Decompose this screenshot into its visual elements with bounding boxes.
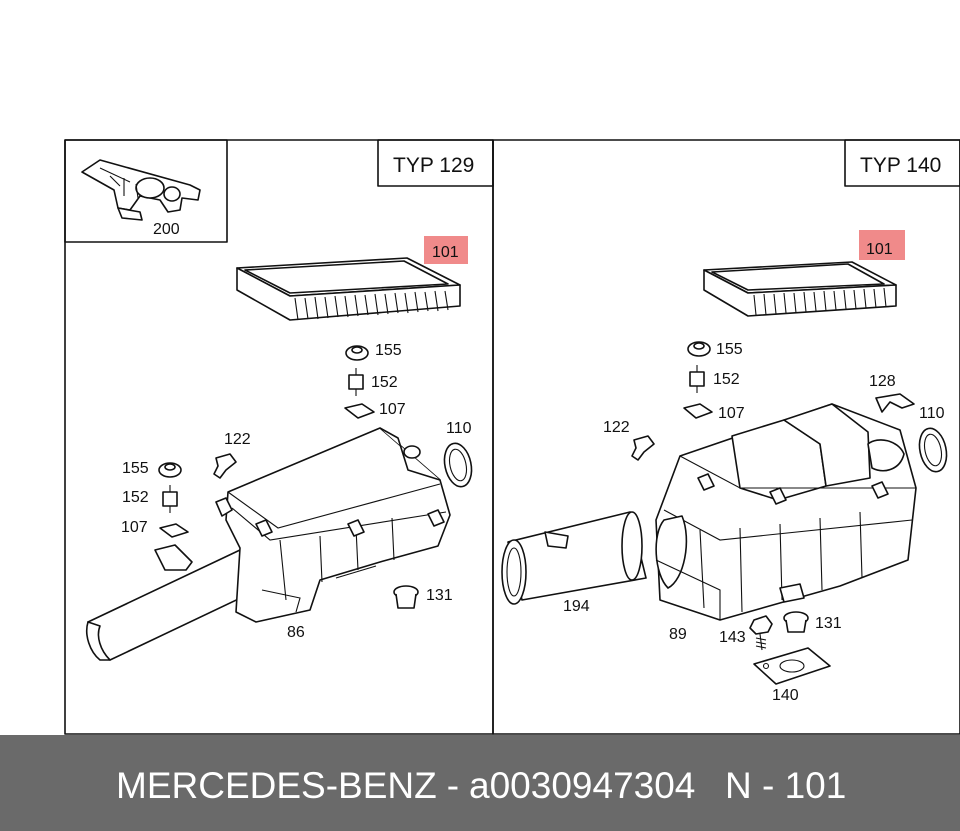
- label-152-upper-left: 152: [371, 374, 398, 391]
- footer-part-number: a0030947304: [469, 765, 696, 806]
- label-155-right: 155: [716, 341, 743, 358]
- right-clip-107: [683, 403, 713, 419]
- right-type-label: TYP 140: [860, 154, 941, 177]
- footer-reference: N - 101: [725, 765, 847, 806]
- inset-box: [64, 139, 228, 243]
- label-107-upper-left: 107: [379, 401, 406, 418]
- label-110-right: 110: [919, 405, 945, 422]
- left-mount-152: [348, 368, 364, 396]
- right-panel-frame: [492, 139, 960, 735]
- right-seal-ring-110: [918, 427, 948, 473]
- right-bolt-143: [749, 615, 773, 651]
- part-200-drawing: [81, 159, 201, 221]
- footer-brand: MERCEDES-BENZ: [116, 765, 437, 806]
- right-type-box: [844, 139, 960, 187]
- right-duct-194: [501, 511, 647, 605]
- label-86: 86: [287, 624, 305, 641]
- label-107-lower-left: 107: [121, 519, 148, 536]
- label-152-lower-left: 152: [122, 489, 149, 506]
- left-nut-155: [345, 345, 369, 361]
- footer-brand-line: MERCEDES-BENZ-a0030947304: [116, 765, 695, 807]
- label-89: 89: [669, 626, 687, 643]
- left-mount-152-lower: [162, 485, 178, 513]
- right-highlight-101: [859, 230, 905, 260]
- left-filter-element: [236, 257, 461, 321]
- label-122-left: 122: [224, 431, 251, 448]
- label-131-left: 131: [426, 587, 453, 604]
- label-122-right: 122: [603, 419, 630, 436]
- label-101-right: 101: [866, 241, 893, 258]
- label-200: 200: [153, 221, 180, 238]
- right-bracket-128: [875, 393, 915, 413]
- right-mount-152: [689, 365, 705, 393]
- label-107-right: 107: [718, 405, 745, 422]
- left-seal-ring-110: [443, 442, 473, 488]
- right-plate-140: [753, 647, 831, 685]
- left-grommet-131: [393, 585, 419, 609]
- right-filter-element: [703, 261, 897, 317]
- left-part-122: [213, 453, 237, 479]
- label-155-lower-left: 155: [122, 460, 149, 477]
- label-140: 140: [772, 687, 799, 704]
- label-155-upper-left: 155: [375, 342, 402, 359]
- right-grommet-131: [783, 611, 809, 633]
- footer-bar: MERCEDES-BENZ-a0030947304 N - 101: [0, 735, 960, 831]
- left-housing-86: [85, 427, 451, 661]
- label-194: 194: [563, 598, 590, 615]
- label-152-right: 152: [713, 371, 740, 388]
- left-nut-155-lower: [158, 462, 182, 478]
- label-128: 128: [869, 373, 896, 390]
- left-clip-107-lower: [159, 523, 189, 538]
- label-143: 143: [719, 629, 746, 646]
- right-part-122: [631, 435, 655, 461]
- label-131-right: 131: [815, 615, 842, 632]
- left-type-box: [377, 139, 494, 187]
- label-101-left: 101: [432, 244, 459, 261]
- left-type-label: TYP 129: [393, 154, 474, 177]
- label-110-left: 110: [446, 420, 472, 437]
- left-highlight-101: [424, 236, 468, 264]
- left-clip-107: [344, 403, 375, 419]
- footer-separator: -: [446, 765, 460, 806]
- parts-diagram: TYP 129 200 101 155 152 107 110 122: [64, 139, 960, 735]
- right-nut-155: [687, 341, 711, 357]
- right-housing-89: [655, 403, 917, 621]
